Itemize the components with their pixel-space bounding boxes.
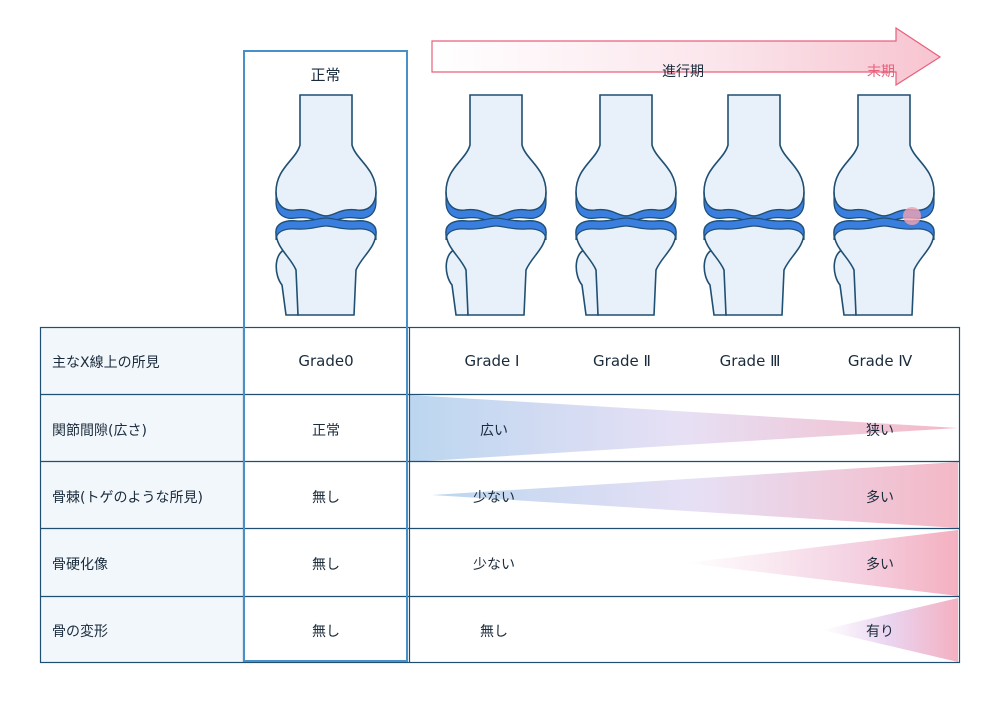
deformity-wedge [822, 598, 958, 662]
row-label-osteophyte: 骨棘(トゲのような所見) [52, 490, 203, 506]
end-stage-label: 末期 [867, 64, 895, 80]
grade0-header: Grade0 [298, 352, 354, 370]
progress-label: 進行期 [662, 64, 704, 80]
sclerosis-wedge [686, 530, 958, 596]
row4-start: 無し [480, 624, 508, 640]
progress-arrow [431, 26, 942, 87]
row2-grade0: 無し [312, 490, 340, 506]
row-label-deformity: 骨の変形 [52, 624, 108, 640]
inflammation-spot-icon [903, 207, 921, 225]
row2-end: 多い [866, 490, 894, 506]
row1-grade0: 正常 [312, 423, 340, 439]
joint-space-wedge [410, 395, 958, 462]
row4-end: 有り [866, 624, 894, 640]
findings-title: 主なX線上の所見 [52, 355, 160, 371]
normal-label: 正常 [310, 66, 341, 84]
grade3-header: Grade Ⅲ [719, 352, 781, 370]
grade2-header: Grade Ⅱ [593, 352, 651, 370]
row3-end: 多い [866, 557, 894, 573]
row-label-joint-space: 関節間隙(広さ) [52, 423, 147, 439]
grade1-header: Grade Ⅰ [464, 352, 520, 370]
row3-start: 少ない [473, 557, 515, 573]
row3-grade0: 無し [312, 557, 340, 573]
knee-illustrations [275, 94, 935, 316]
osteophyte-wedge [432, 462, 958, 528]
row4-grade0: 無し [312, 624, 340, 640]
row2-start: 少ない [473, 490, 515, 506]
row1-start: 広い [480, 423, 508, 439]
grade4-header: Grade Ⅳ [847, 352, 913, 370]
row1-end: 狭い [866, 423, 894, 439]
row-label-sclerosis: 骨硬化像 [52, 557, 108, 573]
